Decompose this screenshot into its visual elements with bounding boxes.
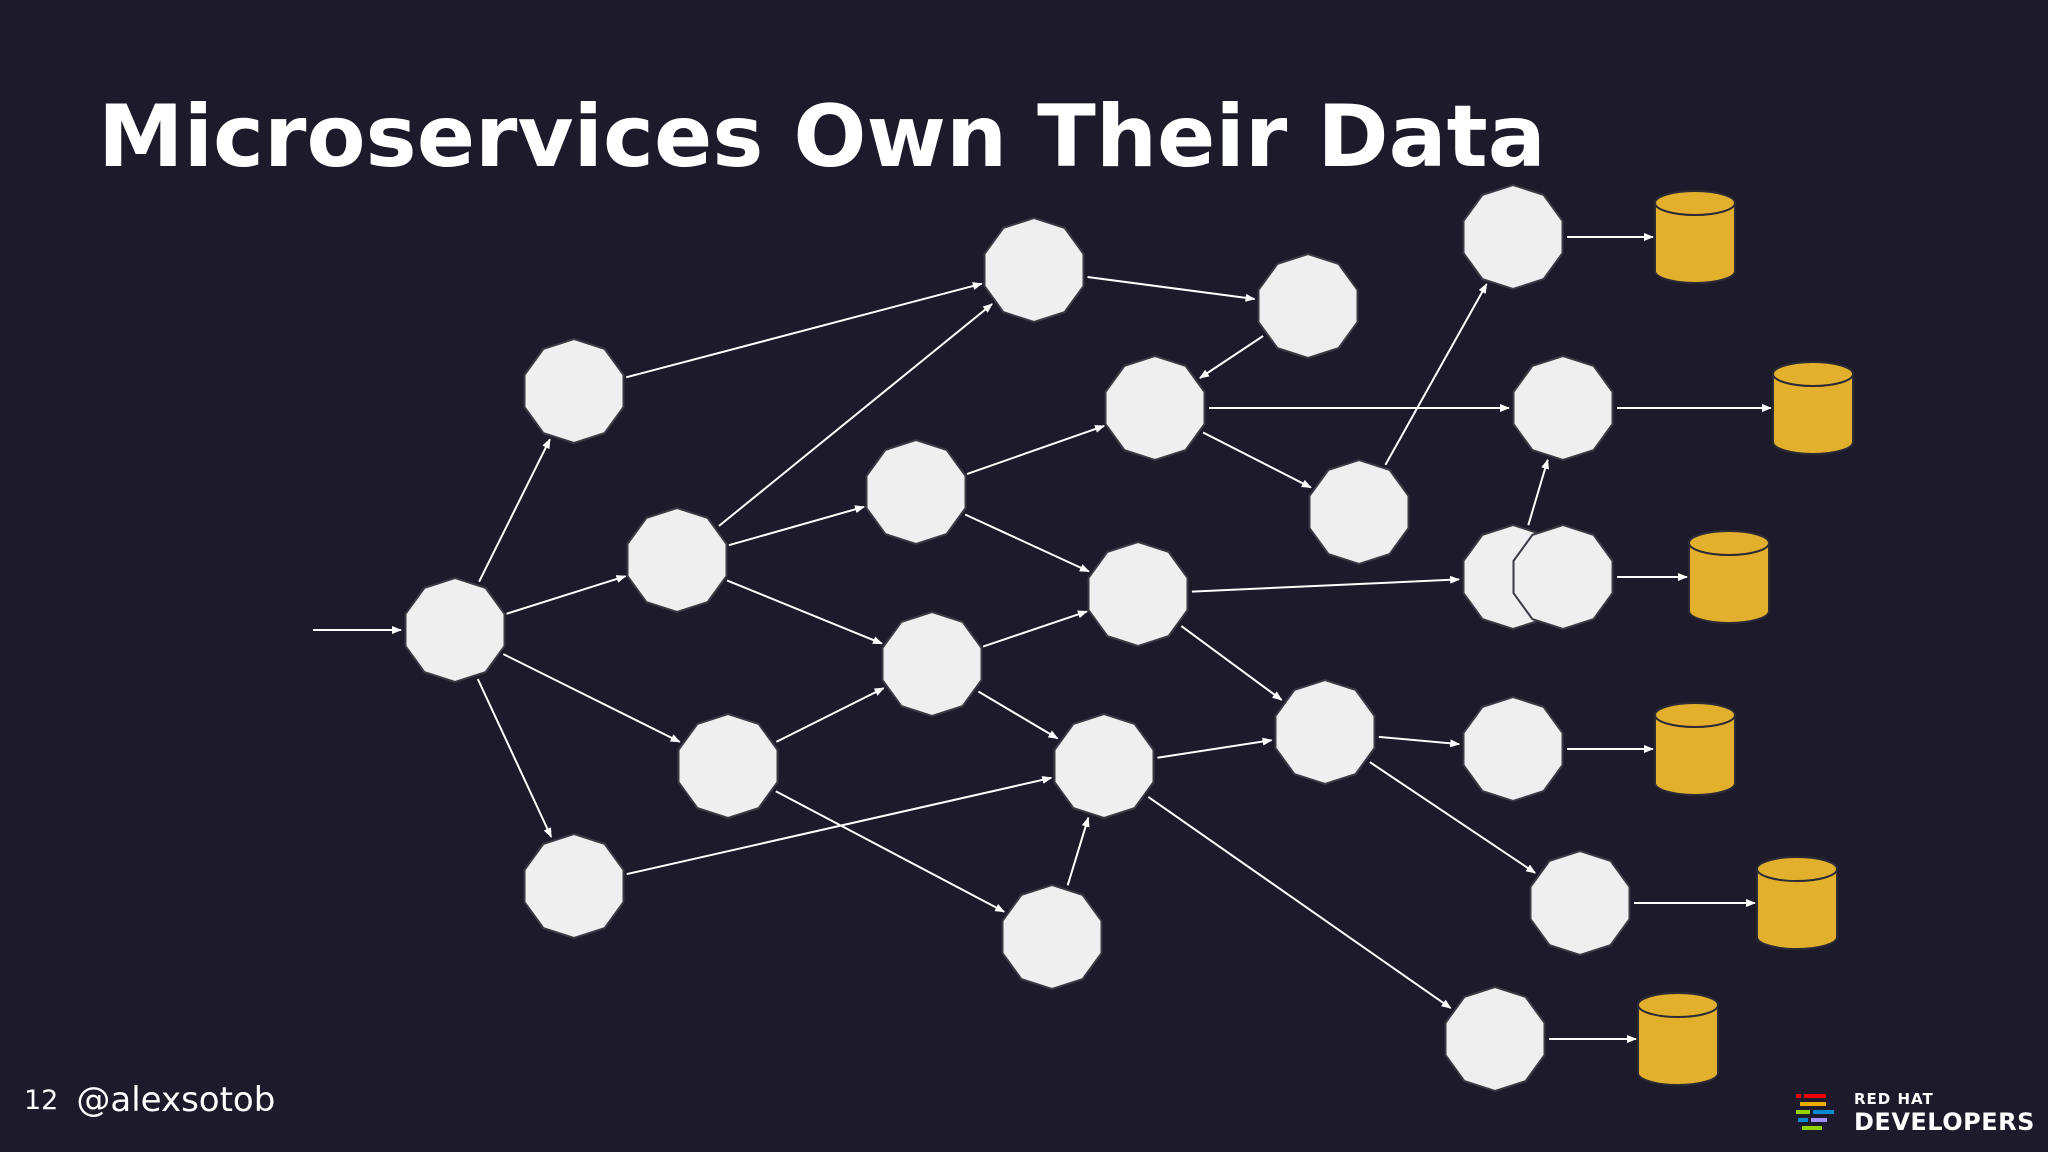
footer: 12 @alexsotob [24,1078,275,1122]
service-node-S12 [1087,540,1189,648]
edge-S3-S6 [728,505,866,547]
brand-mark-icon [1796,1094,1834,1130]
service-node-S11 [1001,883,1103,991]
edge-S8-S12 [982,610,1088,648]
service-node-S13 [1257,252,1359,360]
service-node-S18 [1462,183,1564,291]
edge-S10-S15 [1157,737,1273,759]
service-node-S10 [1053,712,1155,820]
databases-layer [1637,190,1854,1086]
edge-S11-S10 [1066,816,1090,886]
service-node-S7 [983,216,1085,324]
service-node-S22 [1444,985,1546,1093]
edge-S15-S20 [1369,761,1537,874]
database-icon-DB4 [1654,702,1736,796]
edge-S4-S11 [775,790,1006,913]
service-node-S14 [1308,458,1410,566]
service-node-S2 [523,337,625,445]
edge-S12-S17 [1191,575,1461,593]
edge-S1-S5 [476,678,553,838]
service-node-S20 [1529,849,1631,957]
edge-S6-S9 [966,424,1106,476]
slide-number: 12 [24,1084,59,1116]
brand-line2: DEVELOPERS [1854,1108,2035,1136]
slide-title: Microservices Own Their Data [98,87,1546,187]
edge-S6-S12 [964,513,1090,573]
edge-S12-S15 [1180,625,1283,701]
brand-text: RED HAT DEVELOPERS [1854,1090,2035,1136]
edge-S4-S8 [775,687,885,743]
edge-S5-S10 [626,775,1053,876]
database-icon-DB6 [1637,992,1719,1086]
red-hat-developers-logo: RED HAT DEVELOPERS [1796,1090,2034,1136]
service-node-S1 [404,576,506,684]
edge-S7-S13 [1087,276,1256,302]
database-icon-DB1 [1654,190,1736,284]
service-node-S6 [865,438,967,546]
service-node-S4 [677,712,779,820]
nodes-layer [404,183,1631,1093]
edge-S2-S7 [625,282,983,379]
edges-layer [313,233,1772,1043]
service-node-S5 [523,832,625,940]
edge-S8-S10 [977,690,1059,740]
service-node-S3 [626,506,728,614]
edge-S1-S3 [506,575,627,615]
service-node-S16 [1512,354,1614,462]
edge-S13-S9 [1199,335,1264,379]
twitter-handle: @alexsotob [76,1080,276,1120]
edge-S9-S14 [1202,431,1312,489]
edge-S14-S18 [1384,283,1488,466]
database-icon-DB2 [1772,361,1854,455]
brand-line1: RED HAT [1854,1090,1934,1108]
edge-S3-S8 [726,579,883,645]
database-icon-DB5 [1756,856,1838,950]
service-node-S19 [1462,695,1564,803]
service-node-S8 [881,610,983,718]
database-icon-DB3 [1688,530,1770,624]
edge-S1-S4 [502,653,681,743]
service-node-S9 [1104,354,1206,462]
service-node-S21 [1512,523,1614,631]
edge-S1-S2 [478,438,551,583]
service-node-S15 [1274,678,1376,786]
edge-S15-S19 [1378,735,1461,748]
edge-S3-S7 [718,303,993,527]
edge-S17-S16 [1527,458,1549,526]
edge-S10-S22 [1147,796,1452,1009]
